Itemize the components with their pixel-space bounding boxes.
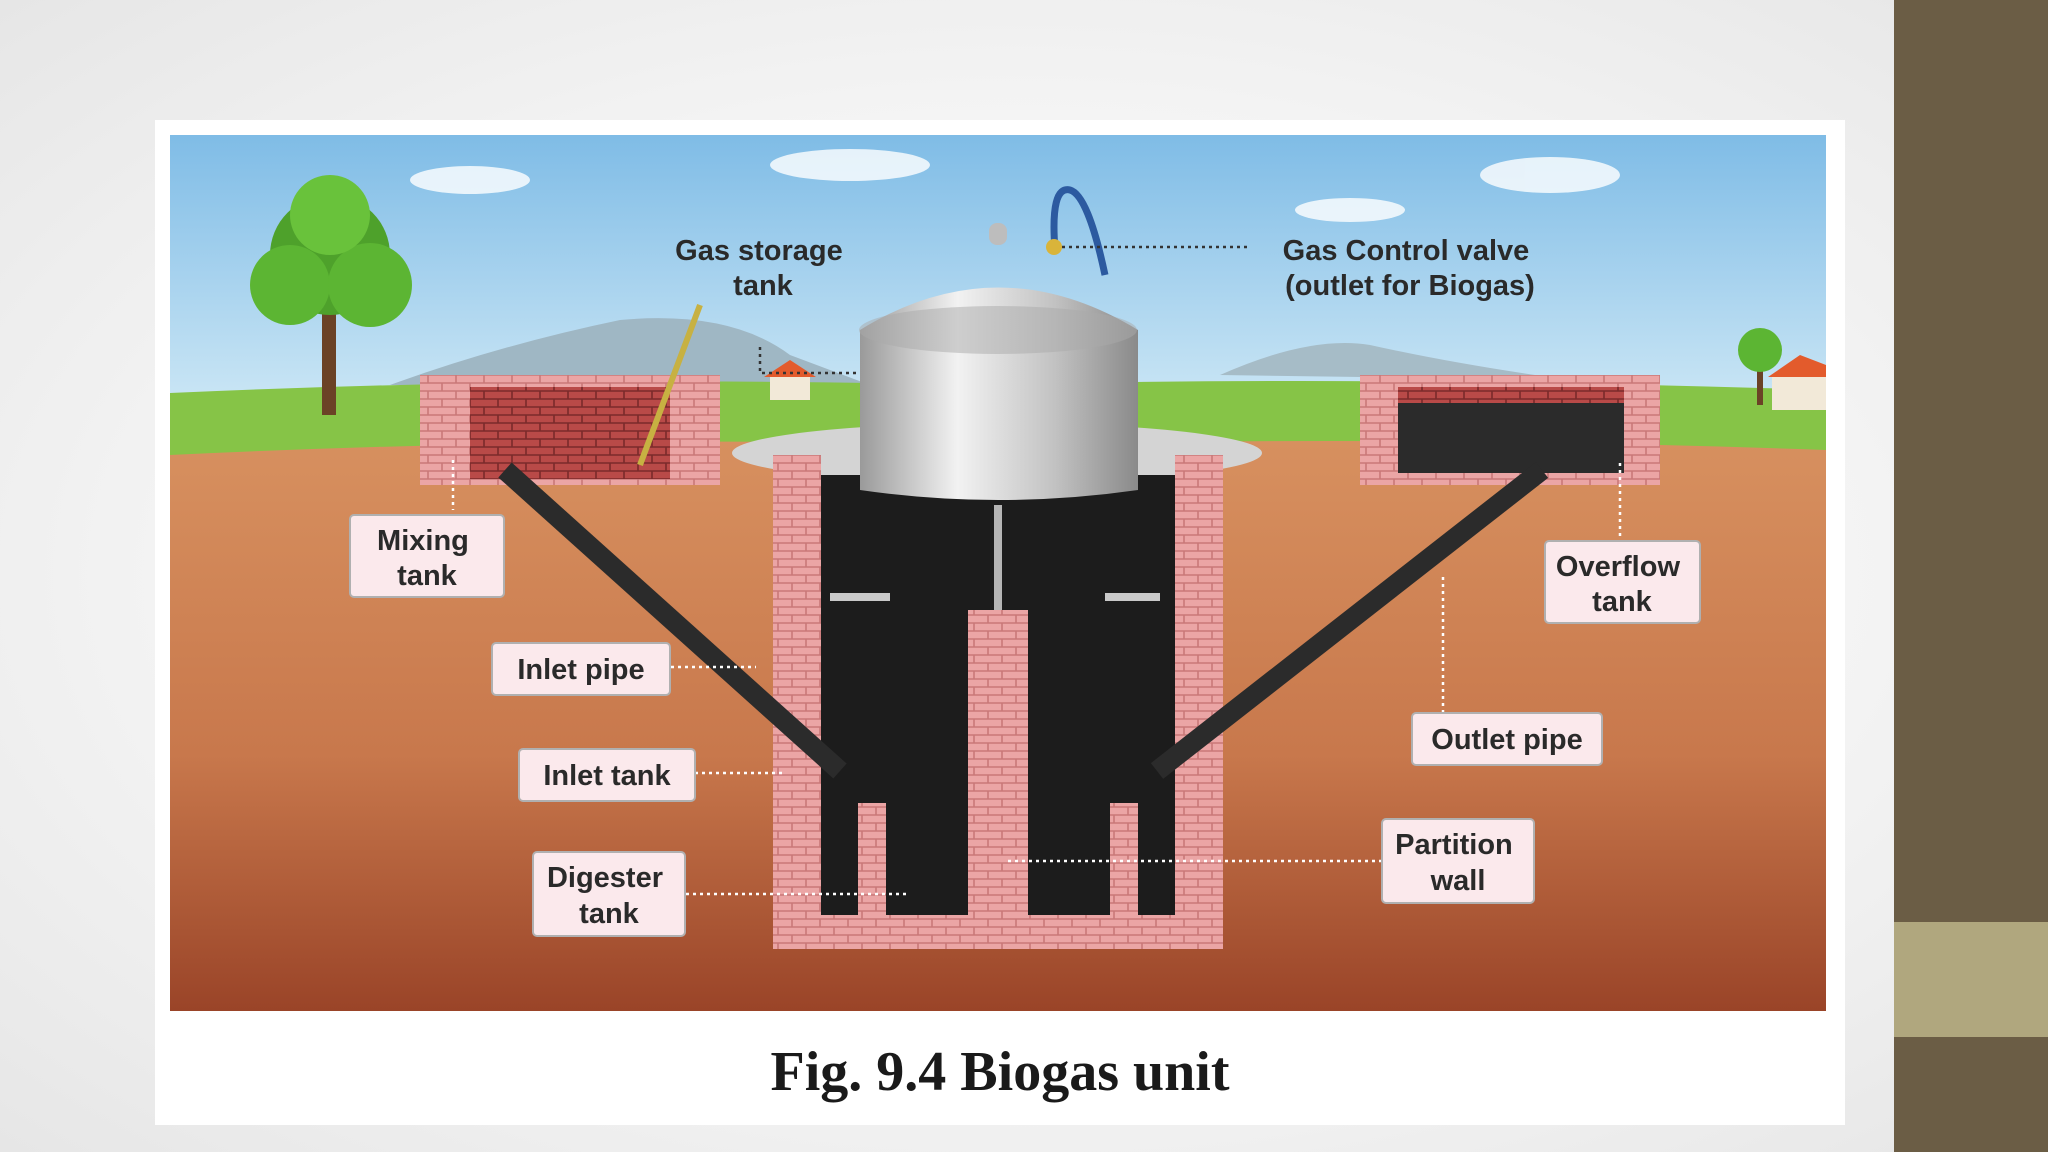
label-mixing-tank: Mixing tank (349, 514, 505, 598)
digester-walls (773, 455, 1223, 949)
label-gas-control-valve: Gas Control valve (outlet for Biogas) (1283, 235, 1538, 302)
mixing-tank-structure (420, 303, 720, 485)
svg-text:Overflow tank: Overflow tank (1556, 551, 1688, 618)
svg-text:Inlet pipe: Inlet pipe (517, 654, 644, 686)
label-partition-wall: Partition wall (1381, 818, 1535, 904)
svg-text:Partition wall: Partition wall (1395, 829, 1521, 897)
svg-text:Outlet pipe: Outlet pipe (1431, 724, 1582, 756)
inlet-pipe-structure (498, 462, 847, 779)
label-inlet-pipe: Inlet pipe (491, 642, 671, 696)
hills (390, 318, 870, 385)
biogas-diagram: Gas storage tank Gas Control valve (outl… (170, 135, 1826, 1011)
outlet-fin (1110, 803, 1138, 915)
side-bar-accent (1894, 922, 2048, 1037)
svg-text:Mixing tank: Mixing tank (377, 525, 477, 592)
gas-outlet-pipe (1050, 186, 1109, 276)
tree-left (250, 175, 412, 415)
label-digester-tank: Digester tank (532, 851, 686, 937)
tree-right (1738, 328, 1782, 405)
gas-control-valve (1046, 239, 1062, 255)
clouds (410, 149, 1620, 222)
gas-storage-dome (859, 223, 1138, 500)
house-right (1768, 355, 1826, 410)
svg-text:Inlet tank: Inlet tank (543, 760, 671, 792)
hills-right (1220, 343, 1570, 380)
outlet-pipe-structure (1150, 462, 1549, 779)
figure-caption: Fig. 9.4 Biogas unit (770, 1041, 1230, 1103)
svg-text:Digester tank: Digester tank (547, 862, 671, 930)
leader-gas-storage (758, 347, 860, 375)
label-outlet-pipe: Outlet pipe (1411, 712, 1603, 766)
label-gas-storage: Gas storage tank (675, 235, 851, 302)
label-inlet-tank: Inlet tank (518, 748, 696, 802)
inlet-fin (858, 803, 886, 915)
partition-wall-structure (968, 610, 1028, 915)
label-overflow-tank: Overflow tank (1544, 540, 1701, 624)
overflow-tank-structure (1360, 375, 1660, 485)
